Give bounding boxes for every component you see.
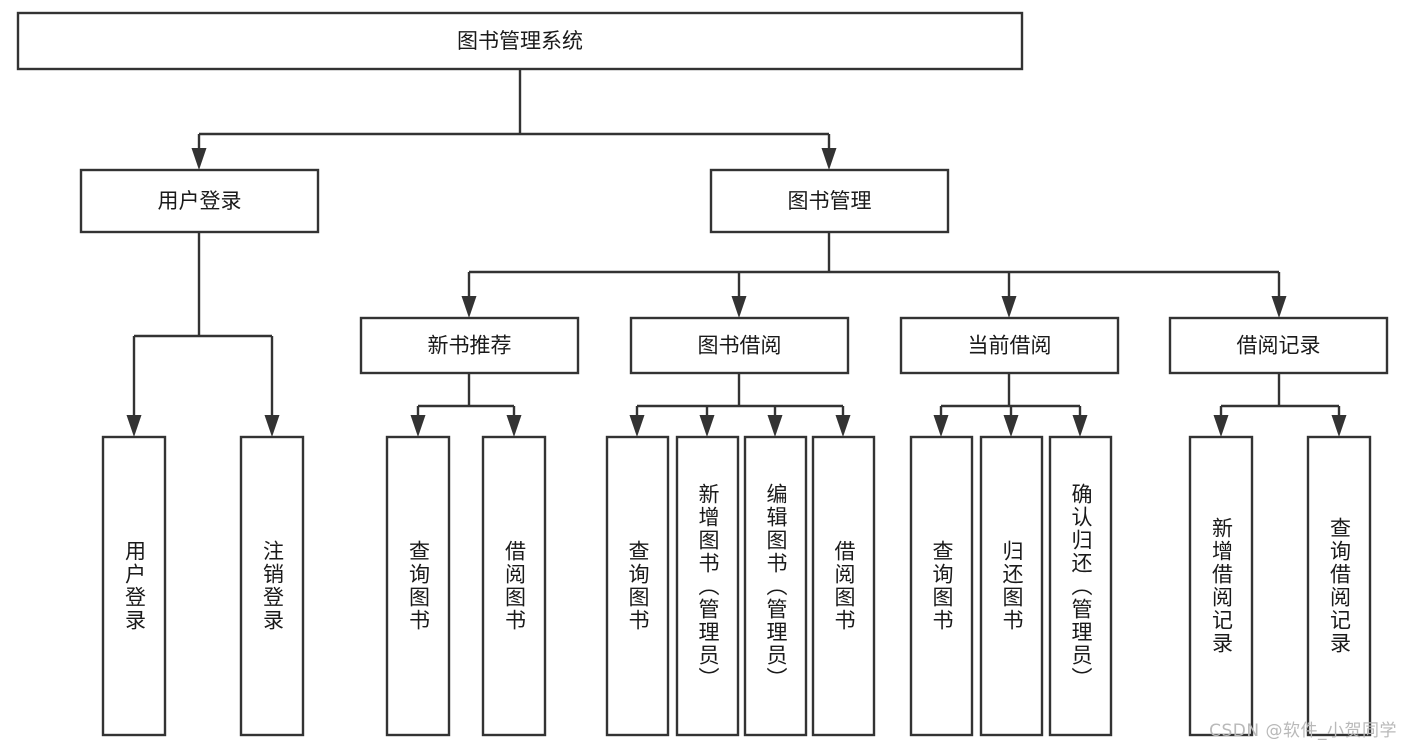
node-box-leaf-query-book-3[interactable]: [909, 435, 974, 737]
arrow-head-icon: [506, 415, 522, 437]
arrow-head-icon: [191, 148, 207, 170]
arrow-head-icon: [629, 415, 645, 437]
node-label-current-borrow: 当前借阅: [968, 334, 1052, 358]
node-box-leaf-query-book-2[interactable]: [605, 435, 670, 737]
node-box-user-login[interactable]: [79, 168, 320, 234]
arrow-head-icon: [933, 415, 949, 437]
node-box-leaf-confirm-return[interactable]: [1048, 435, 1113, 737]
conn-borrowrecord-to-leaves: [1213, 373, 1347, 437]
arrow-head-icon: [1213, 415, 1229, 437]
arrow-head-icon: [1001, 296, 1017, 318]
node-box-new-book-recommend[interactable]: [359, 316, 580, 375]
node-label-root: 图书管理系统: [457, 29, 583, 53]
node-box-leaf-edit-book[interactable]: [743, 435, 808, 737]
conn-root-to-level2: [191, 69, 837, 170]
node-box-leaf-logout[interactable]: [239, 435, 305, 737]
node-box-leaf-borrow-book-2[interactable]: [811, 435, 876, 737]
boxes-layer: [16, 11, 1389, 737]
arrow-head-icon: [1271, 296, 1287, 318]
arrow-head-icon: [1072, 415, 1088, 437]
node-box-leaf-query-book-1[interactable]: [385, 435, 451, 737]
node-label-borrow-record: 借阅记录: [1237, 334, 1321, 358]
node-label-user-login: 用户登录: [158, 189, 242, 213]
node-box-leaf-user-login[interactable]: [101, 435, 167, 737]
arrow-head-icon: [264, 415, 280, 437]
arrow-head-icon: [1003, 415, 1019, 437]
watermark-text: CSDN @软件_小贺同学: [1209, 721, 1397, 741]
node-label-book-manage: 图书管理: [788, 189, 872, 213]
conn-newbook-to-leaves: [410, 373, 522, 437]
conn-bookmanage-to-level3: [461, 232, 1287, 318]
conn-userlogin-to-leaves: [126, 232, 280, 437]
arrow-head-icon: [767, 415, 783, 437]
arrow-head-icon: [821, 148, 837, 170]
node-box-root[interactable]: [16, 11, 1024, 71]
arrow-head-icon: [126, 415, 142, 437]
conn-bookborrow-to-leaves: [629, 373, 851, 437]
node-label-new-book-recommend: 新书推荐: [428, 334, 512, 358]
node-box-book-borrow[interactable]: [629, 316, 850, 375]
arrow-head-icon: [410, 415, 426, 437]
arrow-head-icon: [461, 296, 477, 318]
arrow-head-icon: [835, 415, 851, 437]
node-box-book-manage[interactable]: [709, 168, 950, 234]
arrow-head-icon: [731, 296, 747, 318]
node-box-borrow-record[interactable]: [1168, 316, 1389, 375]
node-box-current-borrow[interactable]: [899, 316, 1120, 375]
arrow-head-icon: [1331, 415, 1347, 437]
node-box-leaf-add-book[interactable]: [675, 435, 740, 737]
node-box-leaf-return-book[interactable]: [979, 435, 1044, 737]
connectors-layer: [126, 69, 1347, 437]
node-box-leaf-add-record[interactable]: [1188, 435, 1254, 737]
node-box-leaf-borrow-book-1[interactable]: [481, 435, 547, 737]
node-box-leaf-query-record[interactable]: [1306, 435, 1372, 737]
node-label-book-borrow: 图书借阅: [698, 334, 782, 358]
conn-currentborrow-to-leaves: [933, 373, 1088, 437]
arrow-head-icon: [699, 415, 715, 437]
